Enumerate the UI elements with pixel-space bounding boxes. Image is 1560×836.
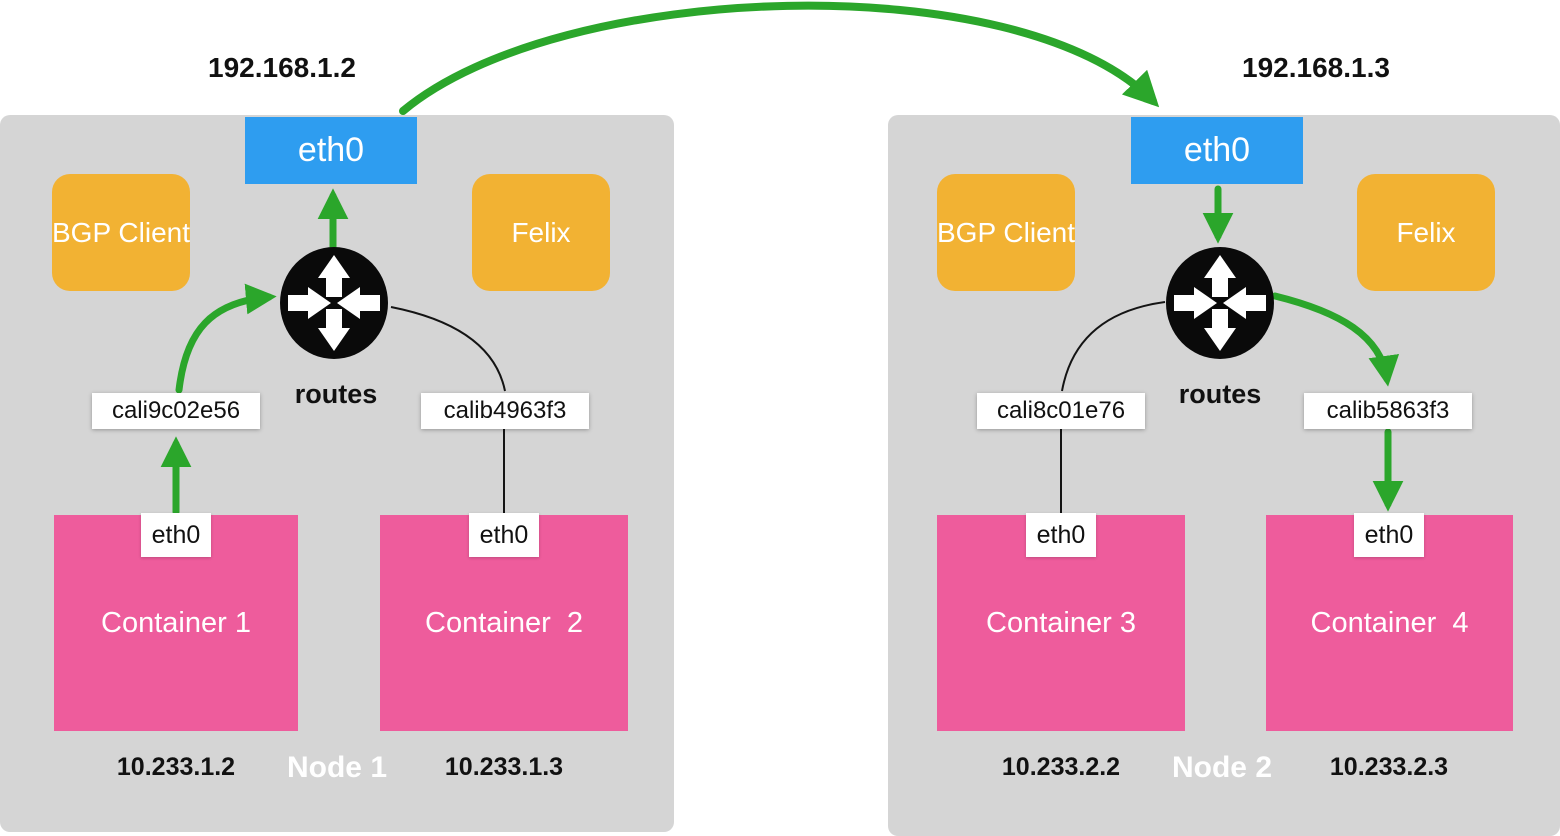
- router-icon: [1166, 247, 1274, 359]
- container-3-ip: 10.233.2.2: [1001, 753, 1121, 781]
- container-1-eth0: eth0: [141, 513, 211, 557]
- node2-eth0-interface: eth0: [1131, 117, 1303, 184]
- container-2-label: Container 2: [425, 606, 583, 639]
- node2-routes-label: routes: [1178, 379, 1262, 409]
- arrow-node1-eth0-to-node2-eth0: [399, 1, 1160, 115]
- node1-routes-label: routes: [294, 379, 378, 409]
- node2-veth-calib5863f3: calib5863f3: [1304, 393, 1472, 429]
- line-router-to-veth2-node1: [390, 306, 506, 392]
- container-1-label: Container 1: [101, 606, 251, 639]
- container-2-eth0: eth0: [469, 513, 539, 557]
- node1-veth-calib4963f3: calib4963f3: [421, 393, 589, 429]
- node2-router-icon: [1165, 246, 1275, 360]
- container-2-ip: 10.233.1.3: [444, 753, 564, 781]
- node1-router-icon: [279, 246, 389, 360]
- arrow-router-to-veth-node2: [1271, 292, 1400, 387]
- container-1: Container 1: [54, 515, 298, 731]
- arrow-veth-to-router-node1: [175, 283, 277, 394]
- node1-felix: Felix: [472, 174, 610, 291]
- node2-felix: Felix: [1357, 174, 1495, 291]
- node1-bgp-client: BGP Client: [52, 174, 190, 291]
- node1-host-ip: 192.168.1.2: [208, 52, 356, 83]
- node1-veth-cali9c02e56: cali9c02e56: [92, 393, 260, 429]
- node2-name: Node 2: [1171, 751, 1273, 784]
- container-4-label: Container 4: [1310, 606, 1469, 639]
- node2-veth-cali8c01e76: cali8c01e76: [977, 393, 1145, 429]
- container-1-ip: 10.233.1.2: [116, 753, 236, 781]
- node1-eth0-interface: eth0: [245, 117, 417, 184]
- line-veth1-to-router-node2: [1061, 301, 1166, 392]
- node2-host-ip: 192.168.1.3: [1242, 52, 1390, 83]
- container-4-eth0: eth0: [1354, 513, 1424, 557]
- node2-bgp-client: BGP Client: [937, 174, 1075, 291]
- container-3-eth0: eth0: [1026, 513, 1096, 557]
- container-4-ip: 10.233.2.3: [1329, 753, 1449, 781]
- router-icon: [280, 247, 388, 359]
- node1-name: Node 1: [286, 751, 388, 784]
- container-3-label: Container 3: [986, 606, 1136, 639]
